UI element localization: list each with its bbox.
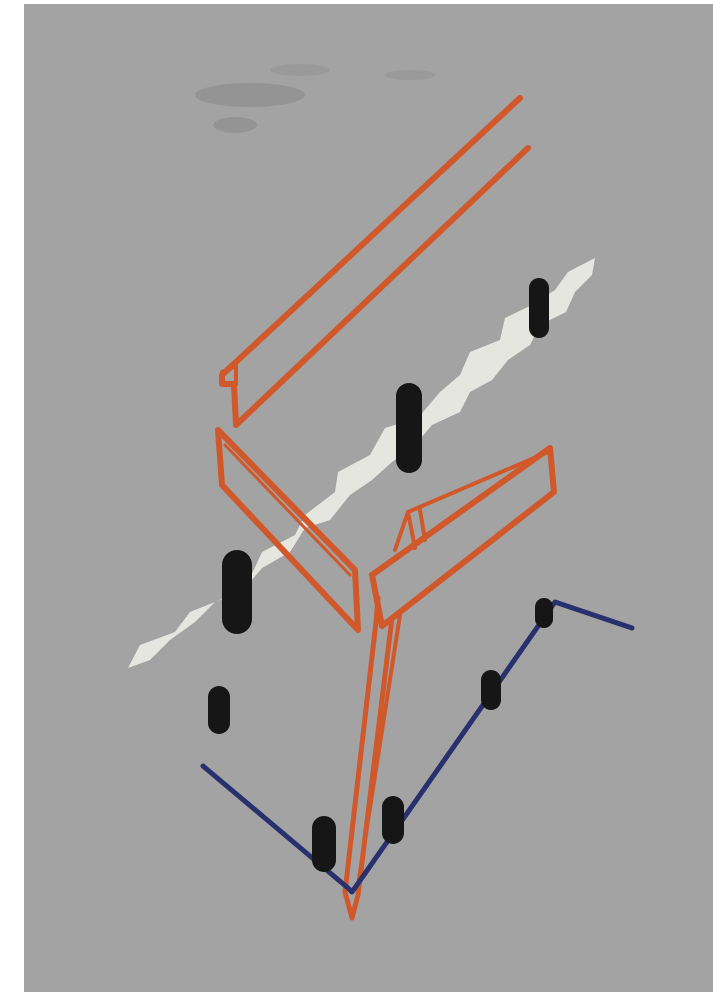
paper-sheet	[24, 4, 713, 992]
